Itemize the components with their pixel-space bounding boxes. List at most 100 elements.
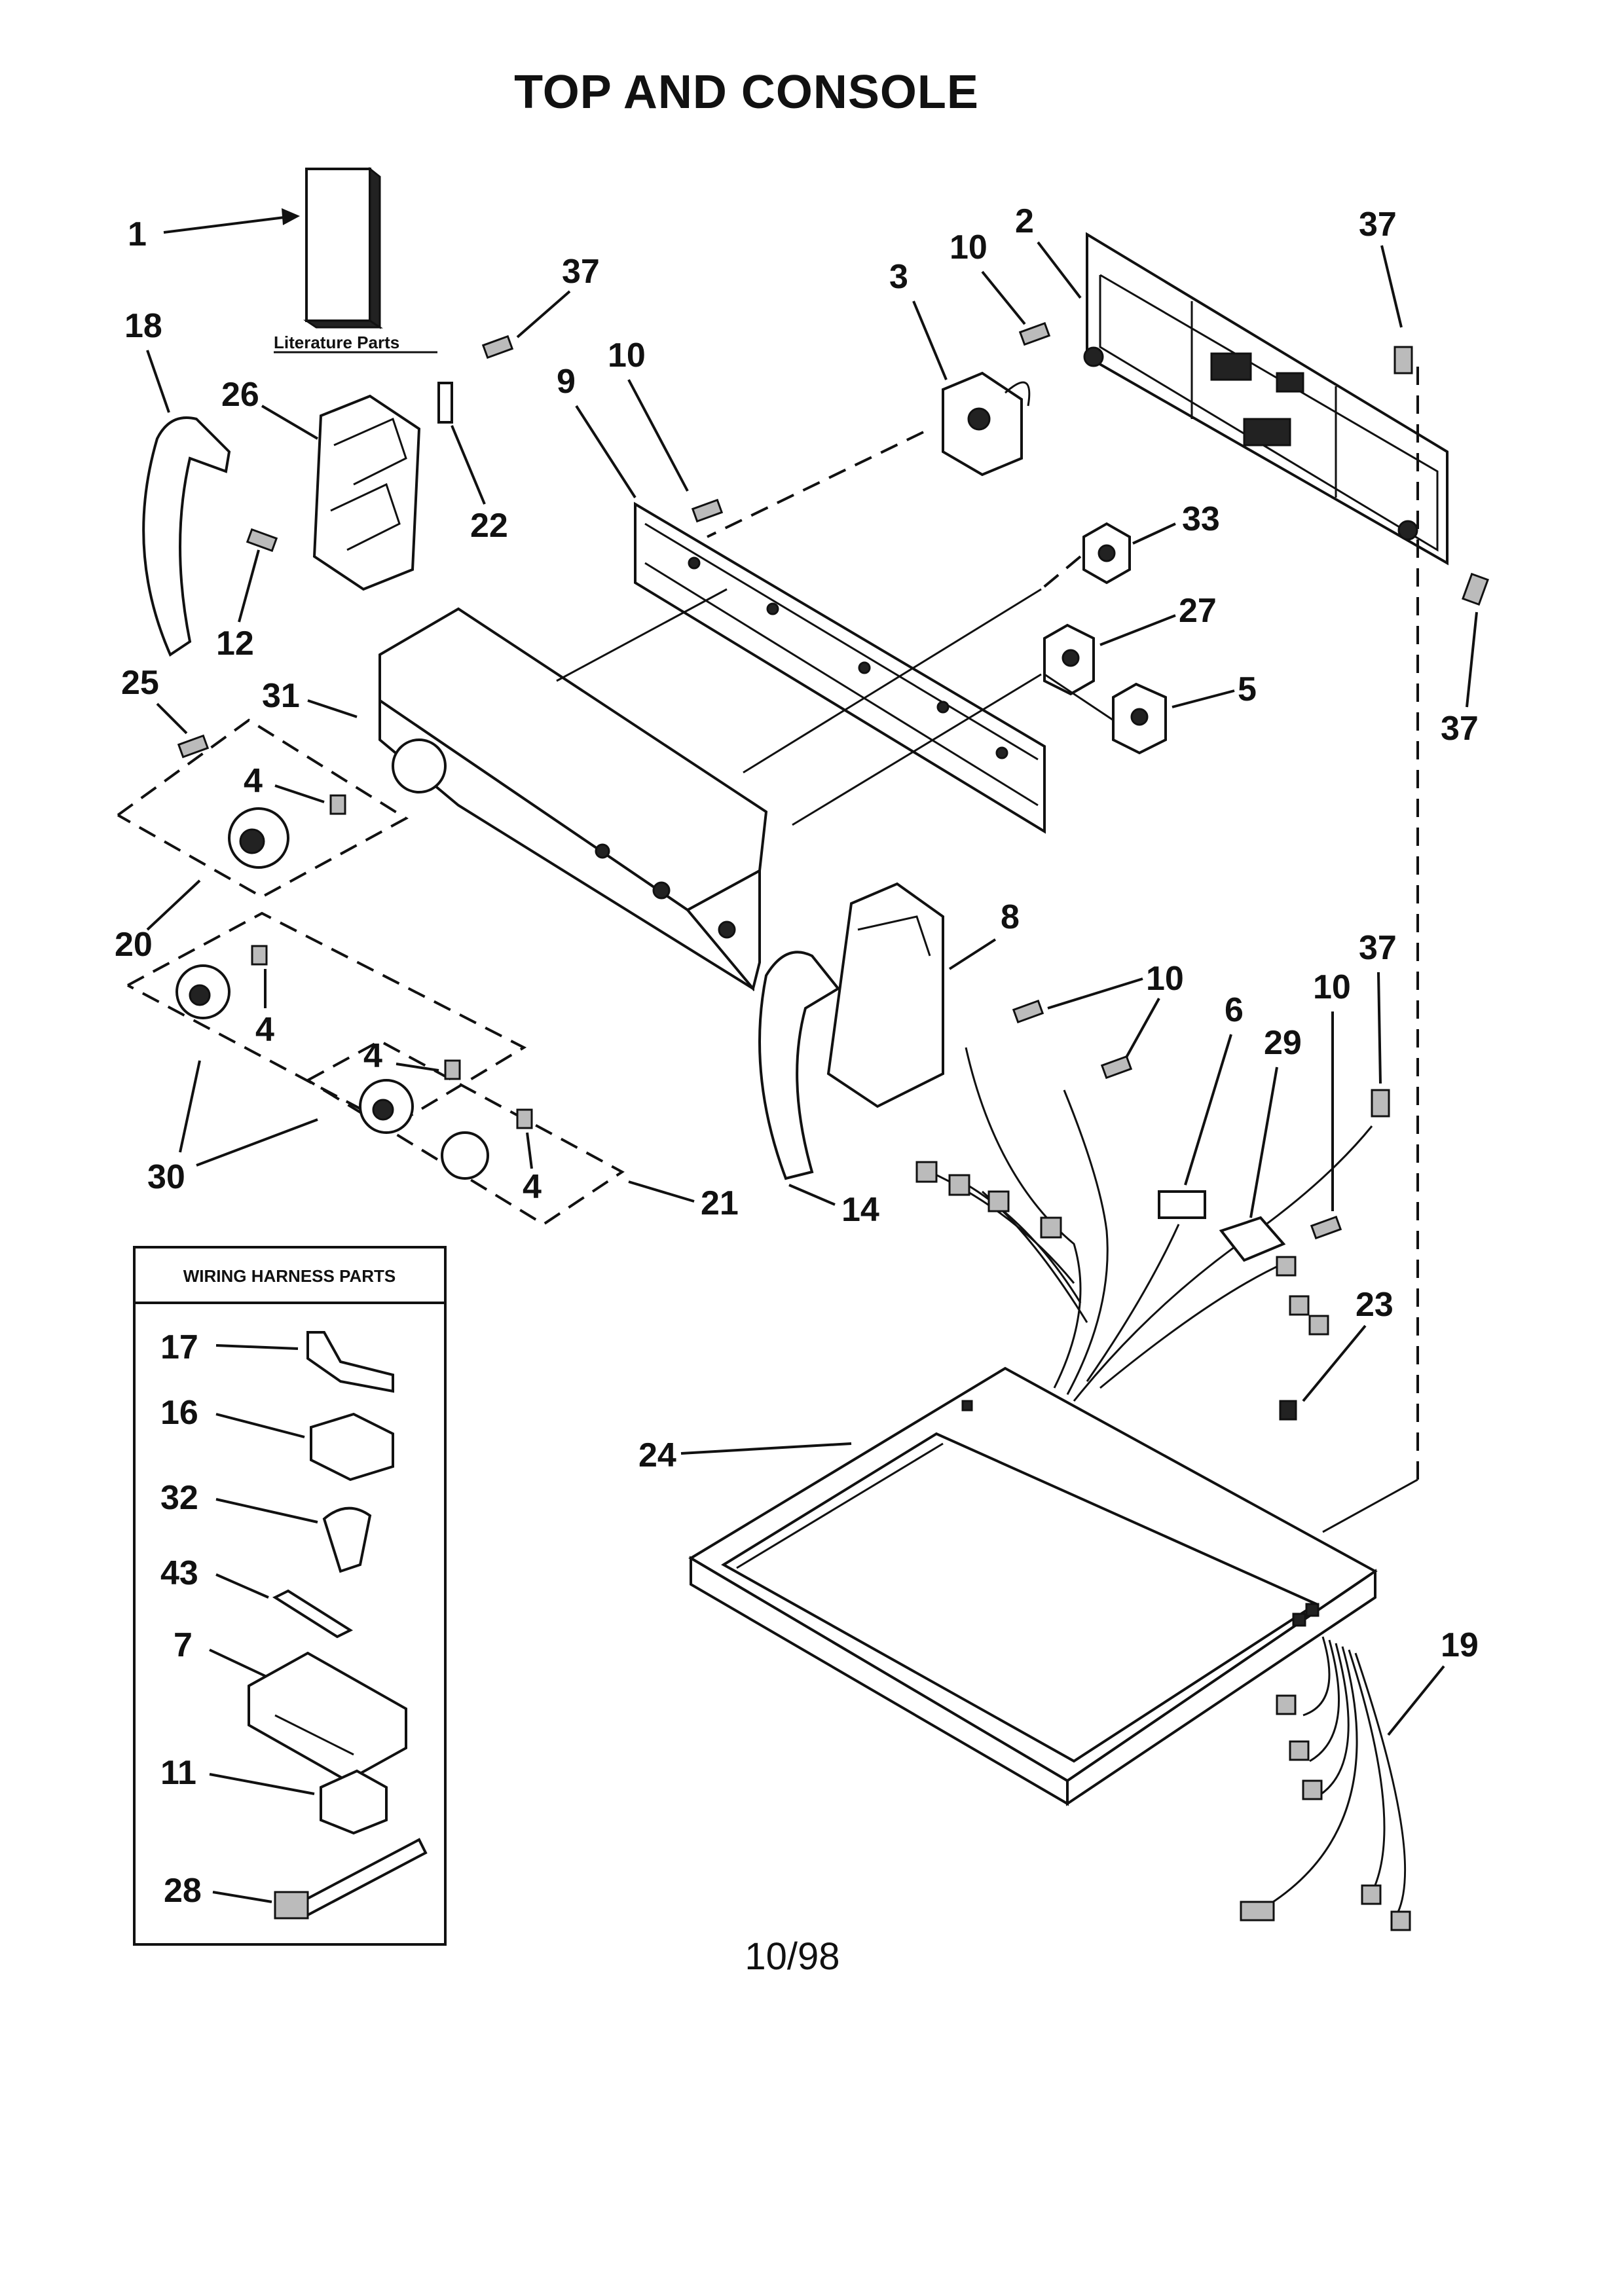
leader-32 <box>215 1498 318 1523</box>
callout-20: 20 <box>115 926 153 964</box>
part-29 <box>1219 1216 1286 1262</box>
callout-1: 1 <box>128 215 147 253</box>
page-title: TOP AND CONSOLE <box>514 66 979 118</box>
leader-10-rail <box>627 379 689 492</box>
callout-10-right: 10 <box>1313 968 1351 1006</box>
screws <box>177 321 1489 1240</box>
leader-37-lower <box>1377 972 1382 1084</box>
rear-control-panel <box>1083 232 1449 566</box>
callout-19: 19 <box>1441 1626 1479 1664</box>
leader-17 <box>215 1344 299 1350</box>
leader-10-timer <box>981 270 1026 325</box>
part-43 <box>272 1589 354 1639</box>
terminal-17 <box>306 1331 394 1393</box>
console-wiring-harness <box>915 1047 1373 1402</box>
callout-6: 6 <box>1225 991 1244 1029</box>
leader-31 <box>307 699 358 718</box>
callout-4-a: 4 <box>244 762 263 800</box>
leader-4-c <box>396 1063 439 1072</box>
callout-31: 31 <box>262 677 300 715</box>
leader-23 <box>1302 1324 1367 1402</box>
clip-23 <box>1279 1400 1297 1421</box>
clip-22 <box>437 382 453 424</box>
leader-21 <box>628 1180 695 1203</box>
callout-3: 3 <box>889 258 908 296</box>
callout-9: 9 <box>557 363 576 401</box>
switch-27 <box>1043 623 1095 696</box>
leader-19 <box>1387 1665 1445 1736</box>
callout-27: 27 <box>1179 592 1217 630</box>
callout-28: 28 <box>164 1872 202 1910</box>
callout-8: 8 <box>1001 898 1020 936</box>
callout-22: 22 <box>470 507 508 545</box>
leader-18 <box>146 350 170 413</box>
harness-box-title: WIRING HARNESS PARTS <box>183 1266 396 1286</box>
leader-28 <box>212 1891 272 1903</box>
callout-7: 7 <box>174 1626 193 1664</box>
callout-4-c: 4 <box>363 1037 382 1075</box>
leader-26 <box>261 405 319 440</box>
connector-11 <box>320 1769 388 1835</box>
harness-19 <box>1240 1636 1411 1931</box>
leader-6 <box>1184 1034 1232 1186</box>
console-rail <box>634 501 1046 834</box>
switch-33 <box>1082 522 1131 585</box>
leader-11 <box>209 1773 315 1795</box>
callout-23: 23 <box>1356 1286 1393 1324</box>
knob-group-21 <box>306 1039 625 1226</box>
leader-27 <box>1099 614 1176 646</box>
leader-25 <box>156 702 188 735</box>
callout-11: 11 <box>160 1754 196 1792</box>
callout-26: 26 <box>221 376 259 414</box>
leader-20 <box>146 879 201 931</box>
literature-booklet <box>303 166 383 329</box>
callout-25: 25 <box>121 664 159 702</box>
console-housing <box>378 607 768 992</box>
callout-12: 12 <box>216 625 254 663</box>
leader-33 <box>1132 522 1176 545</box>
leader-9 <box>575 405 637 499</box>
leader-37-top-left <box>516 290 571 338</box>
left-end-trim <box>142 416 231 657</box>
leader-12 <box>238 549 260 623</box>
callout-37-lower: 37 <box>1359 929 1397 967</box>
connector-7 <box>248 1651 407 1783</box>
leader-30-a <box>179 1060 201 1153</box>
callout-30: 30 <box>147 1158 185 1196</box>
assembly-lines <box>556 367 1419 1533</box>
clip-32 <box>322 1506 372 1573</box>
wiring-harness-parts-box <box>133 1246 447 1946</box>
callout-10-rail: 10 <box>608 337 646 374</box>
callout-10-mid: 10 <box>1146 960 1184 998</box>
revision-date: 10/98 <box>745 1935 840 1978</box>
leader-4-a <box>274 784 325 803</box>
switch-5 <box>1112 682 1167 755</box>
knob-group-20 <box>117 718 409 899</box>
right-end-trim <box>758 951 840 1180</box>
leader-37-right <box>1466 611 1478 708</box>
dryer-top <box>688 1366 1378 1806</box>
leader-29 <box>1249 1066 1278 1218</box>
leader-16 <box>215 1413 305 1438</box>
callout-14: 14 <box>841 1191 879 1229</box>
leader-37-top-right <box>1380 245 1403 328</box>
leader-8 <box>948 938 997 970</box>
leader-10-mid-b <box>1125 998 1160 1058</box>
callout-18: 18 <box>124 307 162 345</box>
callout-37-right: 37 <box>1441 710 1479 748</box>
leader-10-mid-a <box>1047 977 1143 1010</box>
leader-5 <box>1172 689 1235 708</box>
callout-17: 17 <box>160 1328 198 1366</box>
leader-3 <box>912 301 948 380</box>
cable-tie-28 <box>274 1838 428 1920</box>
leader-1 <box>163 215 295 234</box>
callout-43: 43 <box>160 1554 198 1592</box>
callout-4-d: 4 <box>523 1168 542 1206</box>
callout-4-b: 4 <box>255 1011 274 1049</box>
terminal-block-6 <box>1158 1190 1206 1219</box>
leader-24 <box>680 1442 852 1455</box>
callout-21: 21 <box>701 1184 739 1222</box>
leader-2 <box>1037 241 1082 299</box>
callout-5: 5 <box>1238 670 1257 708</box>
callout-29: 29 <box>1264 1024 1302 1062</box>
